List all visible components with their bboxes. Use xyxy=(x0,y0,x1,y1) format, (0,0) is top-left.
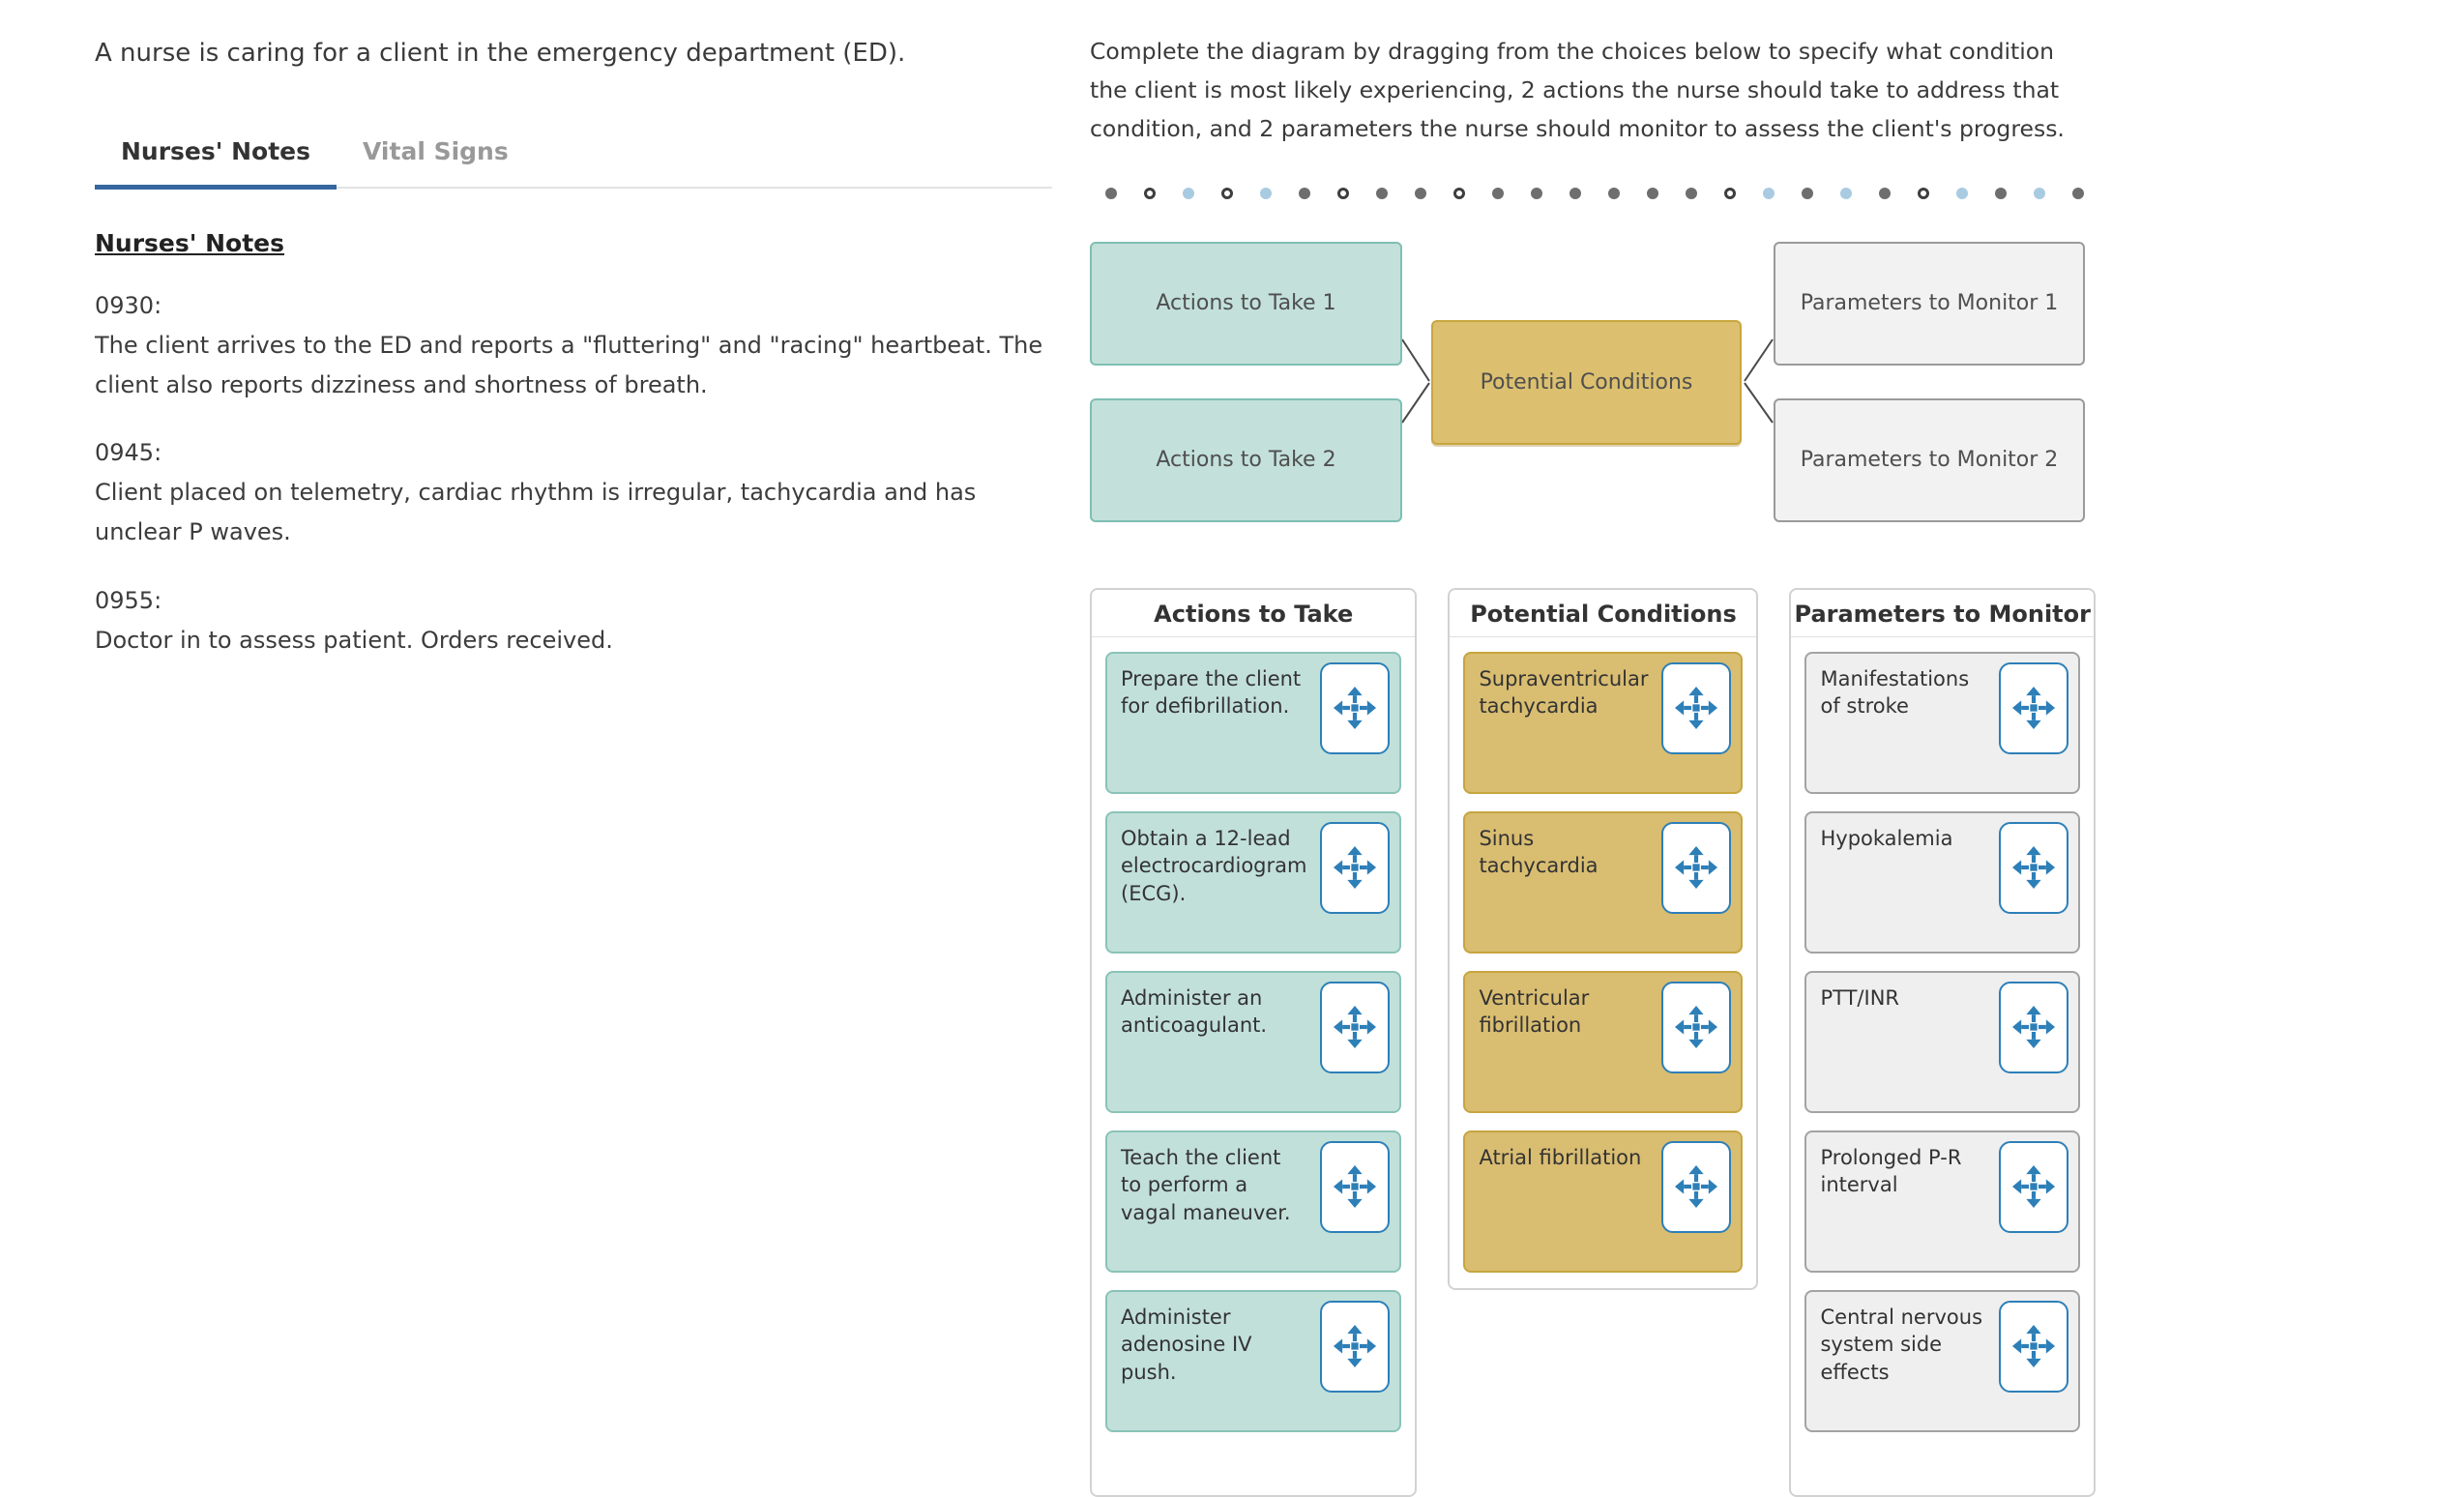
progress-dot[interactable] xyxy=(1299,187,1310,199)
card-sinus-tachycardia[interactable]: Sinus tachycardia xyxy=(1463,810,1744,954)
progress-dot[interactable] xyxy=(1879,187,1891,199)
slot-action-2[interactable]: Actions to Take 2 xyxy=(1090,397,1402,522)
progress-dot[interactable] xyxy=(1647,187,1658,199)
progress-dot[interactable] xyxy=(1531,187,1542,199)
move-icon[interactable] xyxy=(1661,1140,1732,1233)
card-administer-anticoagulant[interactable]: Administer an anticoagulant. xyxy=(1105,970,1402,1113)
progress-dot[interactable] xyxy=(1802,187,1813,199)
note-time: 0930: xyxy=(95,292,162,319)
slot-parameter-2[interactable]: Parameters to Monitor 2 xyxy=(1774,397,2085,522)
progress-dot[interactable] xyxy=(1686,187,1697,199)
card-vagal-maneuver[interactable]: Teach the client to perform a vagal mane… xyxy=(1105,1130,1402,1273)
card-prepare-defibrillation[interactable]: Prepare the client for defibrillation. xyxy=(1105,651,1402,794)
progress-dot[interactable] xyxy=(1183,187,1194,199)
case-intro: A nurse is caring for a client in the em… xyxy=(95,39,906,68)
move-icon[interactable] xyxy=(1999,821,2068,914)
card-manifestations-of-stroke[interactable]: Manifestations of stroke xyxy=(1804,651,2080,794)
card-cns-side-effects[interactable]: Central nervous system side effects xyxy=(1804,1289,2080,1432)
progress-dot[interactable] xyxy=(1918,187,1929,199)
notes-heading: Nurses' Notes xyxy=(95,229,285,257)
progress-dot[interactable] xyxy=(1376,187,1388,199)
card-hypokalemia[interactable]: Hypokalemia xyxy=(1804,810,2080,954)
choice-columns: Actions to Take Prepare the client for d… xyxy=(1090,587,2096,1497)
move-icon[interactable] xyxy=(1320,1300,1391,1393)
slot-action-1[interactable]: Actions to Take 1 xyxy=(1090,241,1402,366)
case-study-pane: A nurse is caring for a client in the em… xyxy=(95,39,1052,660)
slot-parameter-1[interactable]: Parameters to Monitor 1 xyxy=(1774,241,2085,366)
move-icon[interactable] xyxy=(1999,661,2068,754)
progress-dot[interactable] xyxy=(1995,187,2007,199)
move-icon[interactable] xyxy=(1661,661,1732,754)
progress-dot[interactable] xyxy=(1415,187,1426,199)
progress-dot[interactable] xyxy=(1569,187,1581,199)
move-icon[interactable] xyxy=(1999,1300,2068,1393)
slot-potential-condition[interactable]: Potential Conditions xyxy=(1431,319,1742,445)
column-header: Actions to Take xyxy=(1092,590,1416,637)
progress-dot[interactable] xyxy=(1105,187,1117,199)
connector-lines xyxy=(1401,338,1774,424)
note-time: 0945: xyxy=(95,439,162,467)
progress-dot[interactable] xyxy=(1492,187,1504,199)
progress-dot[interactable] xyxy=(1221,187,1233,199)
progress-dot[interactable] xyxy=(1337,187,1349,199)
chart-tabs: Nurses' Notes Vital Signs xyxy=(95,122,1052,190)
drop-diagram: Actions to Take 1 Actions to Take 2 Pote… xyxy=(1090,241,2086,524)
note-text: Doctor in to assess patient. Orders rece… xyxy=(95,626,613,654)
card-obtain-ecg[interactable]: Obtain a 12-lead electrocardiogram (ECG)… xyxy=(1105,810,1402,954)
move-icon[interactable] xyxy=(1320,661,1391,754)
progress-dot[interactable] xyxy=(1956,187,1968,199)
note-text: Client placed on telemetry, cardiac rhyt… xyxy=(95,479,977,545)
tab-nurses-notes[interactable]: Nurses' Notes xyxy=(95,122,337,190)
column-potential-conditions: Potential Conditions Supraventricular ta… xyxy=(1448,587,1759,1290)
column-header: Parameters to Monitor xyxy=(1791,590,2094,637)
progress-dot[interactable] xyxy=(1724,187,1736,199)
card-ptt-inr[interactable]: PTT/INR xyxy=(1804,970,2080,1113)
move-icon[interactable] xyxy=(1999,1140,2068,1233)
column-header: Potential Conditions xyxy=(1450,590,1757,637)
progress-dot[interactable] xyxy=(1608,187,1620,199)
move-icon[interactable] xyxy=(1320,1140,1391,1233)
note-entry: 0945: Client placed on telemetry, cardia… xyxy=(95,433,1052,551)
progress-dots xyxy=(1090,187,2096,199)
progress-dot[interactable] xyxy=(1453,187,1465,199)
progress-dot[interactable] xyxy=(1840,187,1852,199)
question-pane: Complete the diagram by dragging from th… xyxy=(1090,33,2096,1497)
note-time: 0955: xyxy=(95,586,162,614)
card-prolonged-pr-interval[interactable]: Prolonged P-R interval xyxy=(1804,1130,2080,1273)
tab-vital-signs[interactable]: Vital Signs xyxy=(363,137,509,165)
progress-dot[interactable] xyxy=(1763,187,1775,199)
move-icon[interactable] xyxy=(1320,821,1391,914)
card-atrial-fibrillation[interactable]: Atrial fibrillation xyxy=(1463,1130,1744,1273)
progress-dot[interactable] xyxy=(1144,187,1156,199)
card-ventricular-fibrillation[interactable]: Ventricular fibrillation xyxy=(1463,970,1744,1113)
card-adenosine-iv-push[interactable]: Administer adenosine IV push. xyxy=(1105,1289,1402,1432)
progress-dot[interactable] xyxy=(2034,187,2045,199)
column-actions-to-take: Actions to Take Prepare the client for d… xyxy=(1090,587,1418,1497)
card-supraventricular-tachycardia[interactable]: Supraventricular tachycardia xyxy=(1463,651,1744,794)
progress-dot[interactable] xyxy=(2072,187,2084,199)
move-icon[interactable] xyxy=(1661,821,1732,914)
note-text: The client arrives to the ED and reports… xyxy=(95,331,1043,398)
note-entry: 0955: Doctor in to assess patient. Order… xyxy=(95,581,1052,660)
progress-dot[interactable] xyxy=(1260,187,1272,199)
move-icon[interactable] xyxy=(1999,981,2068,1073)
column-parameters-to-monitor: Parameters to Monitor Manifestations of … xyxy=(1789,587,2096,1497)
move-icon[interactable] xyxy=(1320,981,1391,1073)
move-icon[interactable] xyxy=(1661,981,1732,1073)
question-instructions: Complete the diagram by dragging from th… xyxy=(1090,38,2065,142)
note-entry: 0930: The client arrives to the ED and r… xyxy=(95,286,1052,404)
